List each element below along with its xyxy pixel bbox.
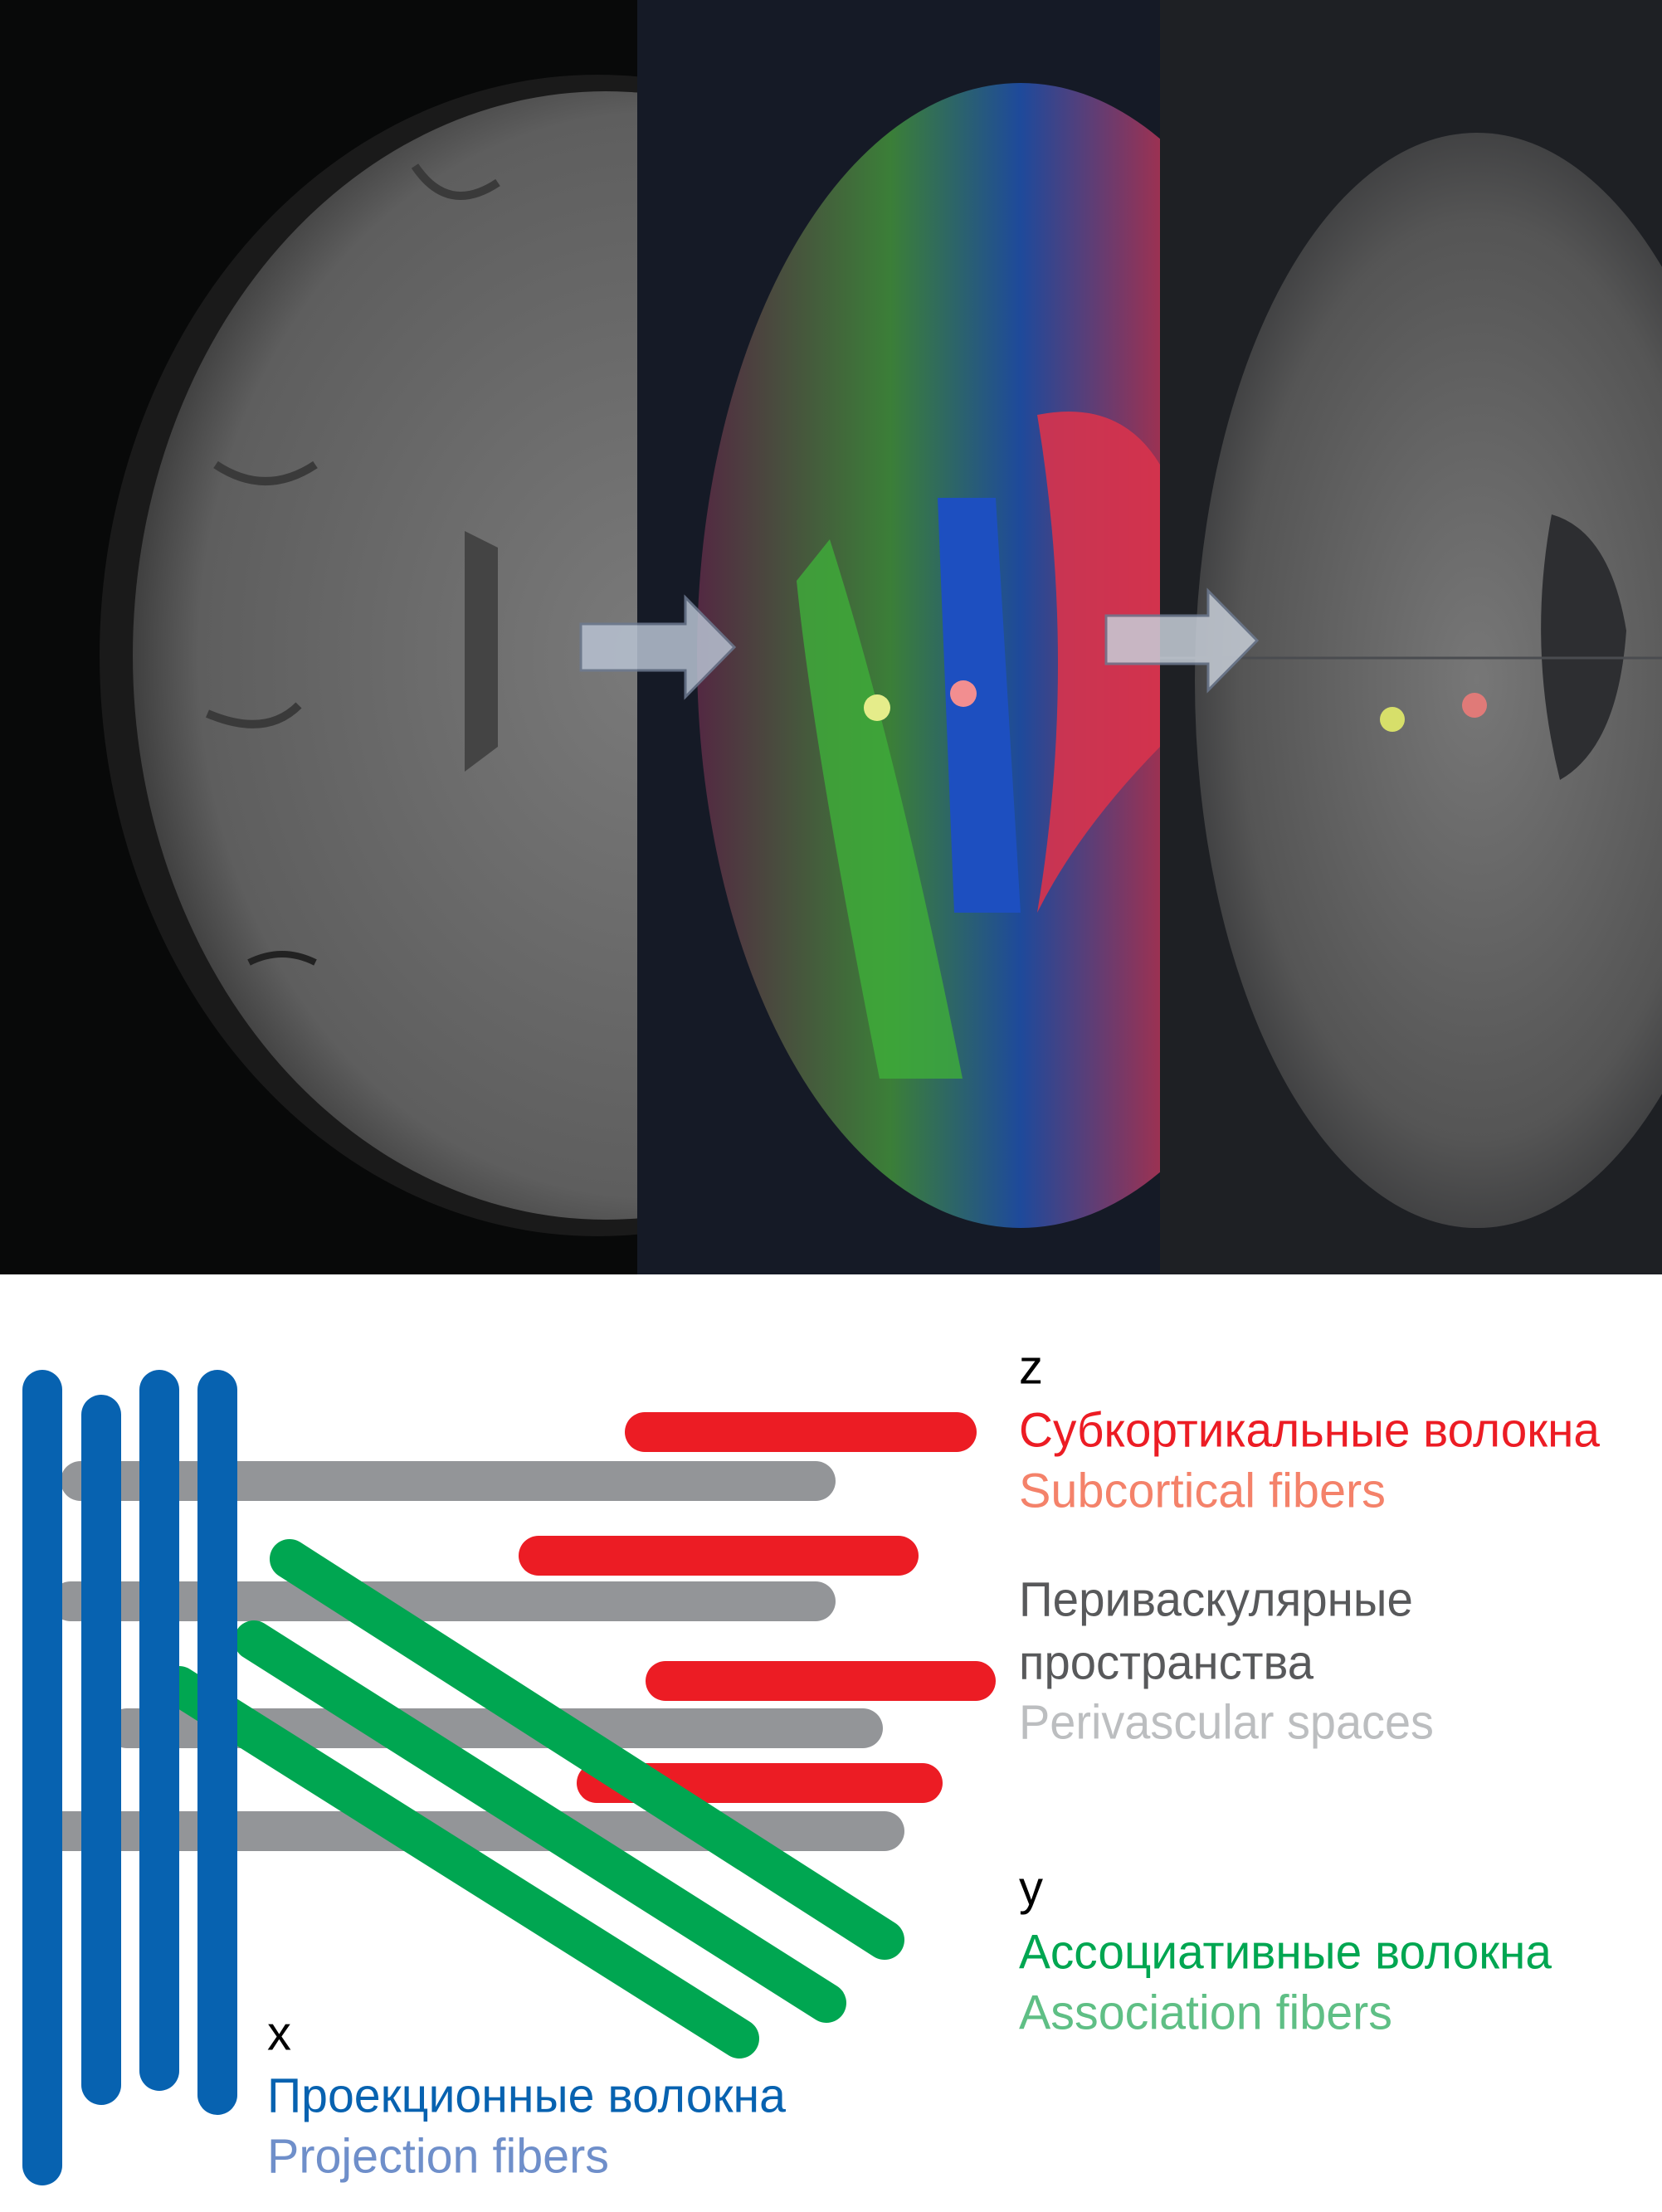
subcortical-label-ru: Субкортикальные волокна <box>1019 1403 1601 1457</box>
projection-label-en: Projection fibers <box>267 2129 609 2183</box>
subcortical-lines <box>519 1412 996 1803</box>
axis-label-z: z <box>1019 1340 1043 1394</box>
perivascular-label-en: Perivascular spaces <box>1019 1695 1434 1749</box>
axis-label-y: y <box>1019 1861 1043 1915</box>
projection-label-ru: Проекционные волокна <box>267 2068 787 2122</box>
mri-panel-swi <box>0 0 637 1274</box>
association-line <box>270 1539 904 1960</box>
arrow-right-icon <box>579 594 737 700</box>
legend: z Субкортикальные волокна Subcortical fi… <box>267 1340 1601 2183</box>
association-label-en: Association fibers <box>1019 1985 1392 2039</box>
arrow-right-icon <box>1104 587 1260 694</box>
association-lines <box>159 1539 904 2059</box>
projection-lines <box>22 1370 237 2185</box>
association-line <box>159 1666 759 2059</box>
axis-label-x: x <box>267 2006 291 2060</box>
fiber-diagram <box>22 1370 996 2185</box>
marker-red <box>1462 693 1487 718</box>
association-line <box>234 1620 846 2023</box>
ventricle-shape <box>465 531 498 772</box>
subcortical-label-en: Subcortical fibers <box>1019 1464 1386 1518</box>
perivascular-label-ru-2: пространства <box>1019 1635 1314 1689</box>
marker-red <box>950 680 977 707</box>
marker-yellow <box>1380 707 1405 732</box>
association-label-ru: Ассоциативные волокна <box>1019 1925 1552 1979</box>
perivascular-label-ru-1: Периваскулярные <box>1019 1572 1413 1626</box>
marker-yellow <box>864 694 890 721</box>
